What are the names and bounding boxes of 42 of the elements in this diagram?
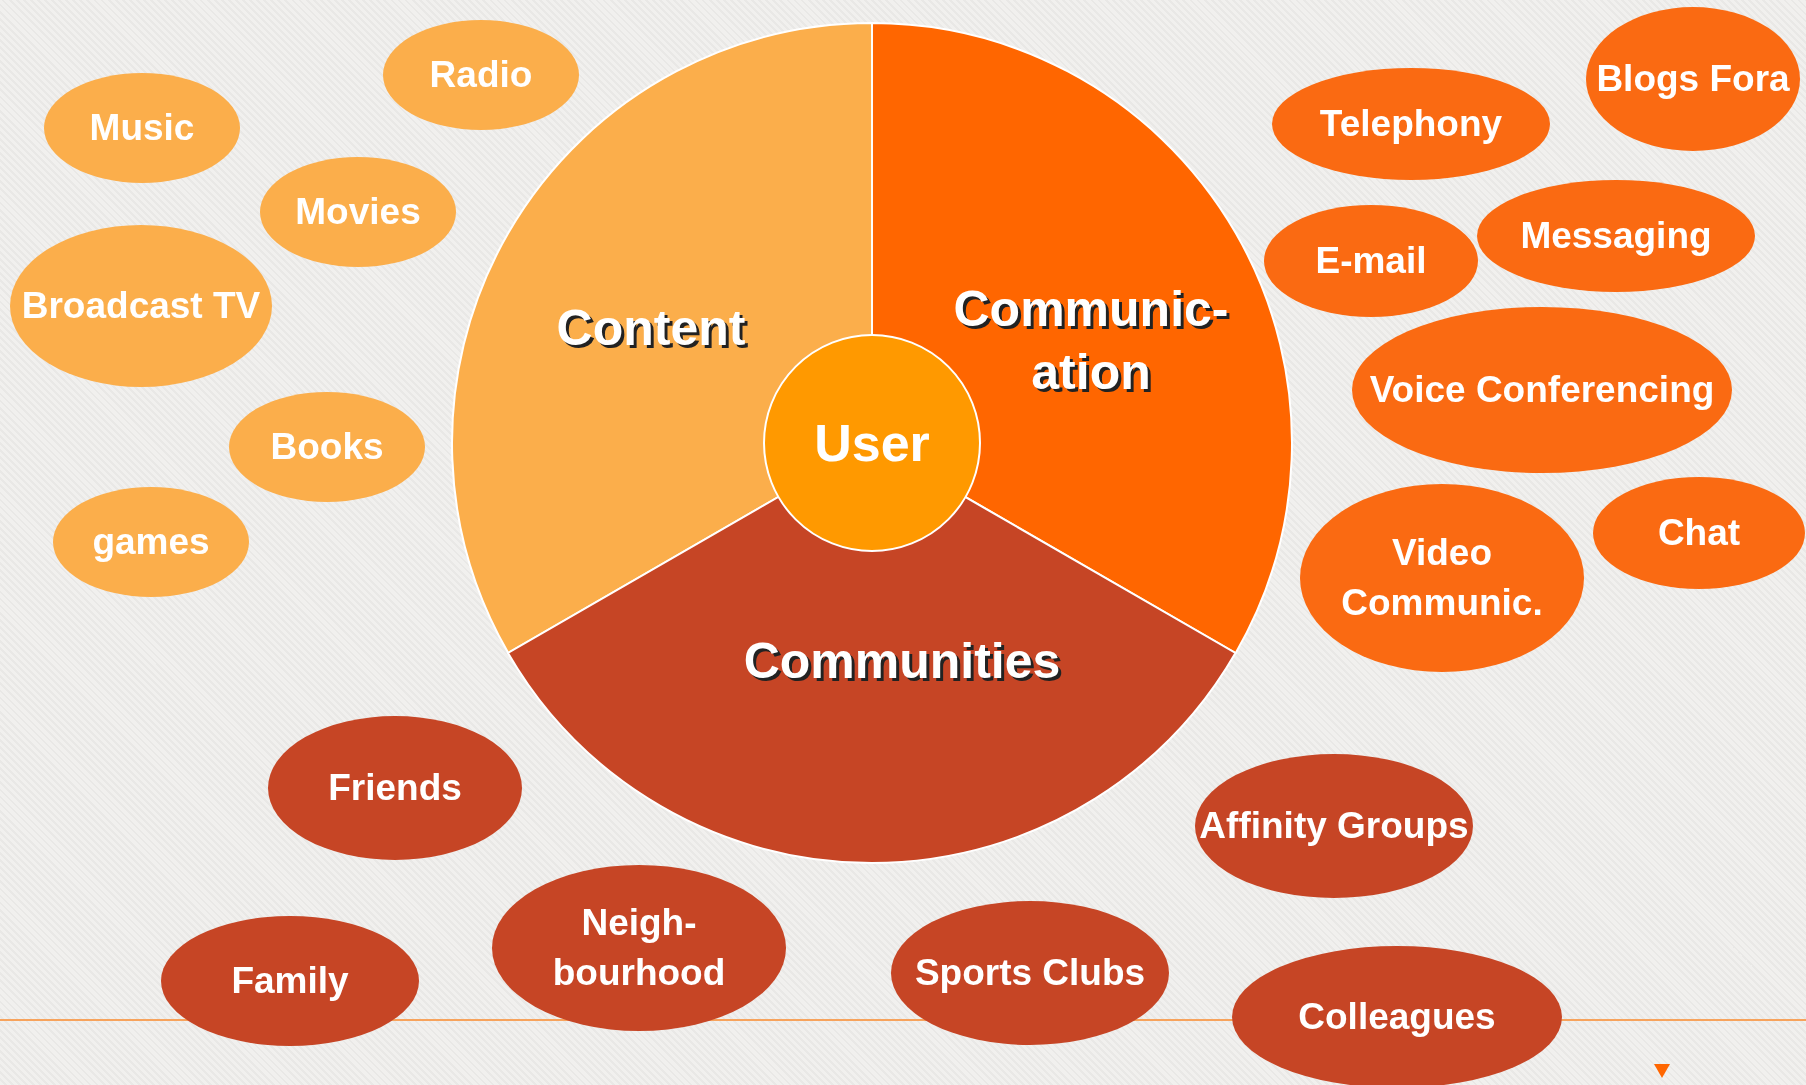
ellipse-label: Neigh- bourhood <box>551 901 727 995</box>
ellipse-label: Music <box>89 106 195 151</box>
topic-ellipse <box>10 225 272 387</box>
topic-ellipse <box>1300 484 1584 672</box>
topic-ellipse <box>1586 7 1800 151</box>
ellipse-label: Blogs Fora <box>1596 57 1790 102</box>
ellipse-label: E-mail <box>1315 239 1427 284</box>
ellipse-label: Books <box>270 425 384 470</box>
topic-ellipse <box>492 865 786 1031</box>
ellipse-label: Family <box>231 959 349 1004</box>
ellipse-label: User <box>814 412 930 474</box>
ellipse-label: Video Communic. <box>1340 531 1544 625</box>
topic-ellipse <box>383 20 579 130</box>
sector-label: Communities <box>742 631 1062 691</box>
topic-ellipse <box>1195 754 1473 898</box>
ellipse-label: Movies <box>295 190 421 235</box>
ellipse-label: Messaging <box>1520 214 1712 259</box>
ellipse-label: Affinity Groups <box>1199 804 1469 849</box>
topic-ellipse <box>1272 68 1550 180</box>
topic-ellipse <box>891 901 1169 1045</box>
ellipse-label: Telephony <box>1319 102 1503 147</box>
topic-ellipse <box>161 916 419 1046</box>
topic-ellipse <box>1477 180 1755 292</box>
topic-ellipse <box>1593 477 1805 589</box>
ellipse-label: Radio <box>429 53 533 98</box>
topic-ellipse <box>44 73 240 183</box>
sector-label: Content <box>555 298 747 358</box>
topic-ellipse <box>53 487 249 597</box>
topic-ellipse <box>260 157 456 267</box>
ellipse-label: Chat <box>1657 511 1741 556</box>
ellipse-label: games <box>92 520 210 565</box>
ellipse-label: Voice Conferencing <box>1369 368 1715 413</box>
sector-label: Communic- ation <box>952 279 1230 401</box>
ellipse-label: Colleagues <box>1298 995 1496 1040</box>
ellipse-label: Friends <box>328 766 462 811</box>
ellipse-label: Broadcast TV <box>21 284 261 329</box>
ellipse-label: Sports Clubs <box>914 951 1146 996</box>
topic-ellipse <box>1352 307 1732 473</box>
topic-ellipse <box>1232 946 1562 1085</box>
topic-ellipse <box>1264 205 1478 317</box>
topic-ellipse <box>229 392 425 502</box>
topic-ellipse <box>268 716 522 860</box>
